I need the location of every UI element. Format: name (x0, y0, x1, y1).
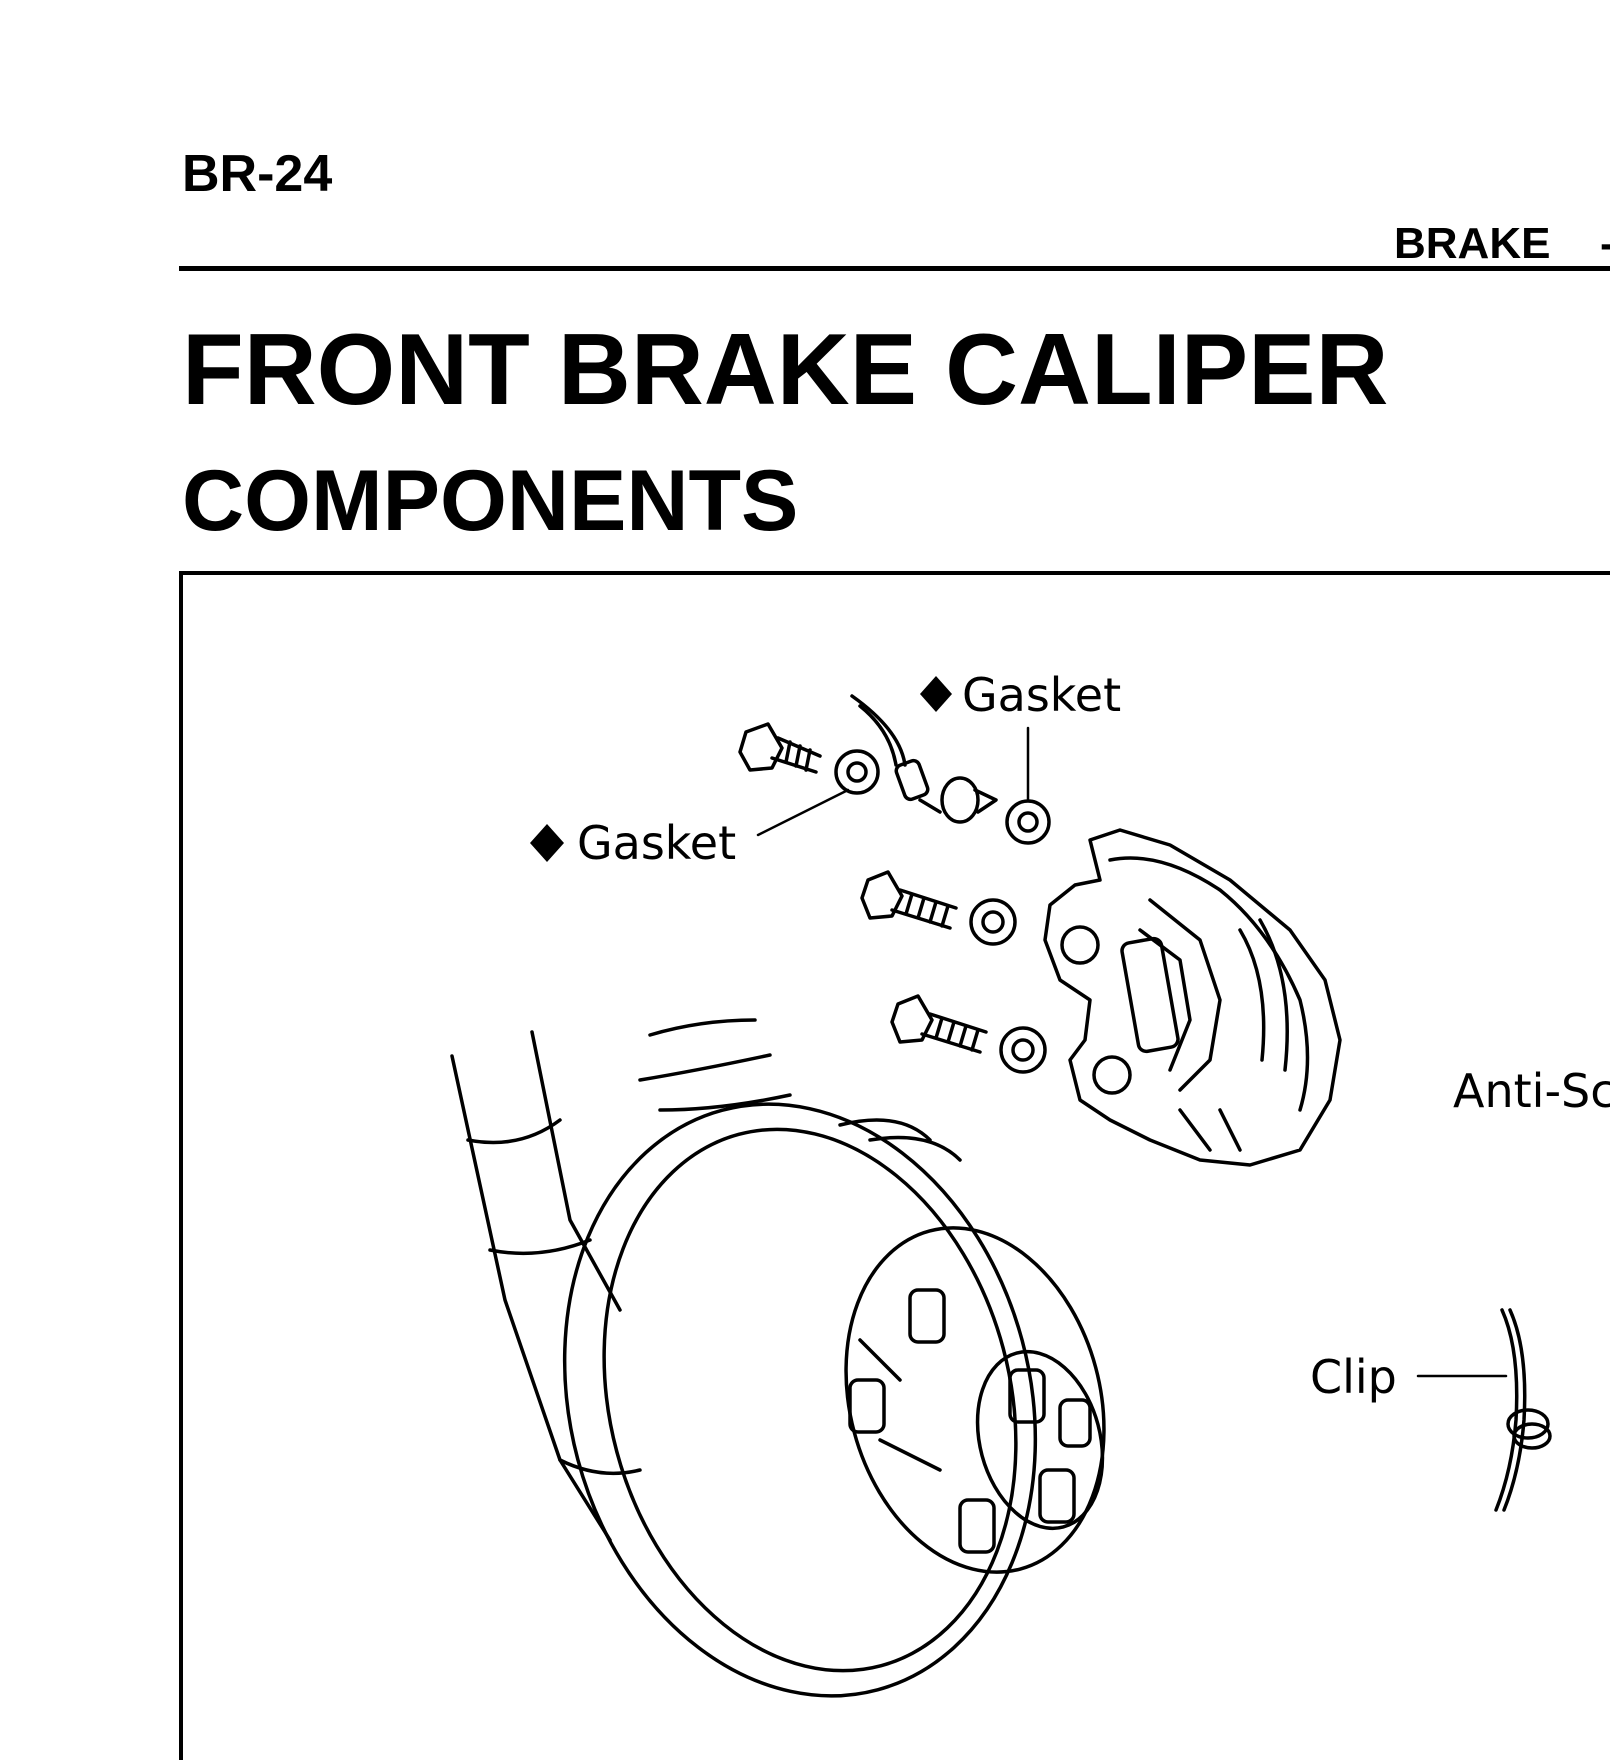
section-name: BRAKE (1394, 219, 1551, 268)
header-rule (179, 266, 1610, 271)
leader-lines (756, 726, 1508, 1378)
page-number: BR-24 (182, 145, 333, 203)
label-clip: Clip (1310, 1350, 1397, 1404)
clip-part (1494, 1308, 1552, 1512)
marker-diamond-left (530, 824, 564, 862)
page-title: FRONT BRAKE CALIPER (182, 314, 1389, 426)
label-anti-squeal: Anti-Sc (1453, 1064, 1610, 1118)
marker-diamond-upper (920, 676, 952, 712)
label-gasket-upper: Gasket (962, 668, 1122, 722)
gasket-washer-right (1005, 799, 1051, 845)
brake-disc-rotor (562, 1102, 1038, 1698)
mounting-bolt-upper (860, 870, 1017, 946)
diagram-frame (179, 571, 1610, 1760)
steering-knuckle (450, 1018, 792, 1542)
section-subtitle: COMPONENTS (182, 453, 799, 549)
brake-hose (850, 694, 998, 824)
axle-hub (844, 1226, 1106, 1574)
gasket-washer-left (834, 749, 880, 795)
mounting-bolt-lower (890, 994, 1047, 1074)
section-dash: - (1600, 222, 1610, 266)
label-gasket-left: Gasket (577, 816, 737, 870)
brake-caliper (1043, 828, 1342, 1167)
union-bolt (738, 722, 822, 774)
